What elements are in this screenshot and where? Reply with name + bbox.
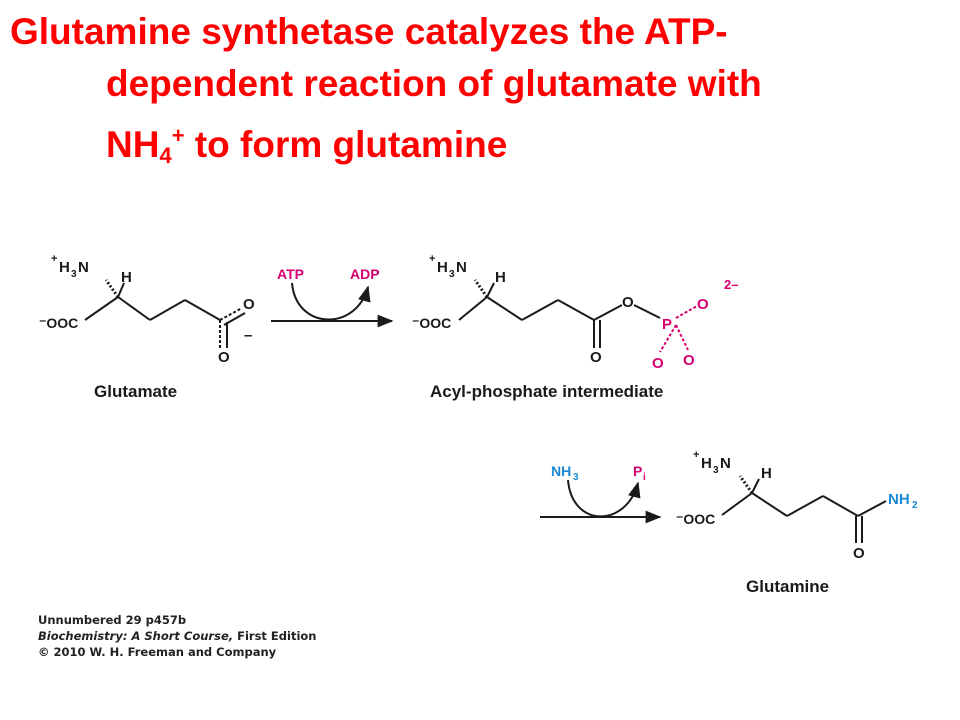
glutamine-nh3-h: H [701, 455, 712, 472]
step1-curved-arrow [291, 282, 371, 321]
phosphate-o3: O [683, 352, 695, 369]
glutamine-amide-nh: NH [888, 491, 910, 508]
phosphate-o1: O [697, 296, 709, 313]
credit-edition: First Edition [233, 629, 317, 643]
title-line-3: NH4+ to form glutamine [10, 110, 950, 182]
phosphate-bond-o3 [675, 324, 689, 351]
glutamine-bond-h [751, 478, 760, 494]
glutamate-structure [84, 279, 246, 348]
step2-nh3-sub: 3 [573, 472, 579, 483]
step2-nh3: NH [551, 463, 571, 479]
credit-line-3: © 2010 W. H. Freeman and Company [38, 645, 277, 659]
glutamine-bond-amide [857, 500, 887, 517]
glutamate-hashed-bond-n [104, 279, 120, 298]
credit-line-2: Biochemistry: A Short Course, First Edit… [38, 628, 316, 644]
acyl-bond-o-bridge [593, 304, 623, 321]
glutamate-minus: – [244, 327, 252, 344]
step2-pi: P [633, 463, 642, 479]
glutamate-nh3-h: H [59, 259, 70, 276]
slide-title: Glutamine synthetase catalyzes the ATP- … [10, 6, 950, 182]
glutamate-bond-carboxyl [84, 296, 119, 321]
acyl-h: H [495, 269, 506, 286]
glutamate-nh3-n: N [78, 259, 89, 276]
acyl-hashed-bond-n [473, 279, 489, 298]
glutamine-amide-sub: 2 [912, 500, 918, 511]
title-nh-subscript: 4 [159, 143, 172, 168]
glutamate-bond-o-top-dashed [219, 307, 243, 321]
credit-line-1: Unnumbered 29 p457b [38, 613, 187, 627]
glutamate-bond-3 [184, 299, 221, 321]
step2-pi-sub: i [643, 472, 646, 483]
phosphate-bond-o1 [675, 305, 698, 319]
glutamate-bond-2 [149, 299, 186, 321]
glutamine-nh3-n: N [720, 455, 731, 472]
glutamate-o-top: O [243, 296, 255, 313]
acyl-phosphate-labels: + H 3 N H ⁻OOC O O P O O O 2– Acyl-phosp… [412, 253, 738, 401]
glutamine-labels: + H 3 N H ⁻OOC NH 2 O Glutamine [676, 449, 918, 596]
acyl-carboxylate: ⁻OOC [412, 315, 451, 331]
glutamate-h: H [121, 269, 132, 286]
title-line-2: dependent reaction of glutamate with [106, 63, 762, 104]
title-nh-text: NH [106, 124, 160, 165]
acyl-phosphate-structure [458, 279, 698, 353]
acyl-bond-carboxyl [458, 296, 488, 321]
acyl-nh3-sub: 3 [449, 269, 455, 280]
title-nh-superscript: + [171, 123, 185, 148]
acyl-nh3-plus: + [429, 253, 435, 265]
acyl-bond-o-p [633, 304, 661, 319]
glutamate-bond-h [117, 282, 125, 298]
acyl-o-carbonyl: O [590, 349, 602, 366]
acyl-nh3-h: H [437, 259, 448, 276]
step1-adp: ADP [350, 266, 380, 282]
title-line-1: Glutamine synthetase catalyzes the ATP- [10, 11, 728, 52]
glutamine-bond-2 [786, 495, 824, 517]
glutamine-carboxylate: ⁻OOC [676, 511, 715, 527]
glutamine-hashed-bond-n [738, 475, 754, 494]
glutamate-bond-1 [117, 296, 151, 321]
glutamine-structure [721, 475, 887, 543]
acyl-o-bridge: O [622, 294, 634, 311]
acyl-bond-h [486, 282, 495, 298]
glutamate-o-bottom: O [218, 349, 230, 366]
phosphate-o2: O [652, 355, 664, 372]
glutamine-bond-3 [822, 495, 859, 517]
step2-curved-arrow [567, 479, 641, 518]
glutamate-name: Glutamate [94, 382, 177, 401]
figure-credit: Unnumbered 29 p457b Biochemistry: A Shor… [38, 612, 316, 660]
glutamine-name: Glutamine [746, 577, 829, 596]
phosphate-bond-o2 [659, 324, 677, 353]
acyl-bond-3 [557, 299, 595, 321]
acyl-bond-2 [521, 299, 559, 321]
glutamine-bond-carboxyl [721, 492, 753, 516]
phosphate-charge: 2– [724, 277, 738, 292]
glutamate-nh3-sub: 3 [71, 269, 77, 280]
acyl-bond-1 [486, 296, 523, 321]
glutamine-nh3-sub: 3 [713, 465, 719, 476]
step2-arrow: NH 3 P i [540, 463, 662, 524]
credit-book-title: Biochemistry: A Short Course, [38, 629, 234, 643]
acyl-nh3-n: N [456, 259, 467, 276]
glutamate-carboxylate: ⁻OOC [39, 315, 78, 331]
glutamine-bond-1 [751, 492, 788, 517]
step1-atp: ATP [277, 266, 304, 282]
glutamate-labels: + H 3 N H ⁻OOC O O – Glutamate [39, 253, 255, 401]
glutamine-o-carbonyl: O [853, 545, 865, 562]
acyl-phosphate-name: Acyl-phosphate intermediate [430, 382, 663, 401]
glutamate-nh3-plus: + [51, 253, 57, 265]
phosphate-p: P [662, 316, 672, 333]
step1-arrow: ATP ADP [271, 266, 394, 328]
glutamine-nh3-plus: + [693, 449, 699, 461]
glutamine-h: H [761, 465, 772, 482]
title-line-3-rest: to form glutamine [184, 124, 508, 165]
